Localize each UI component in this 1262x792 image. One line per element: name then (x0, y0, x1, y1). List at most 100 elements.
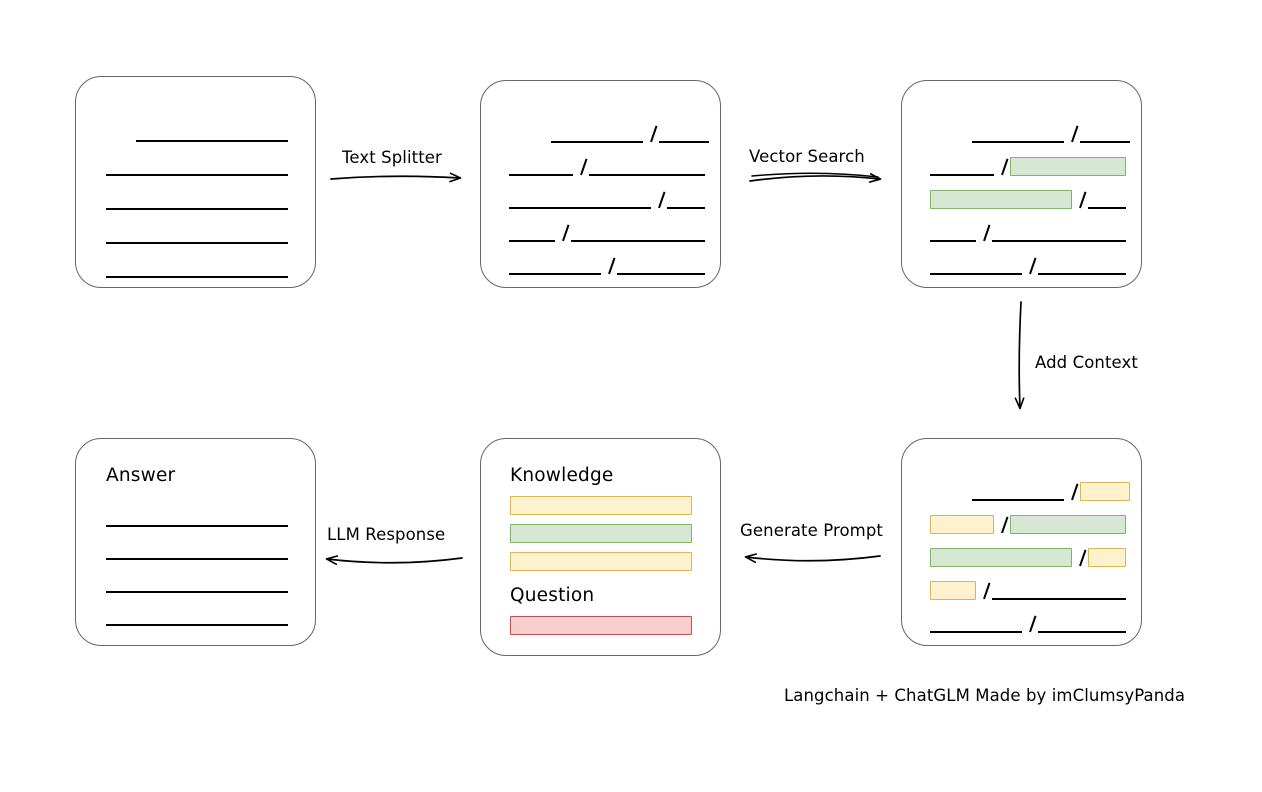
text-rule (509, 189, 651, 209)
text-rule (1038, 255, 1126, 275)
document-line (509, 222, 705, 242)
edge-label-generate-prompt: Generate Prompt (740, 521, 883, 540)
text-rule (509, 255, 601, 275)
split-document-rows (481, 81, 720, 287)
context-document-rows (902, 439, 1141, 645)
document-line (930, 613, 1126, 633)
knowledge-bars (481, 439, 720, 655)
text-rule (106, 156, 288, 176)
source-document-node[interactable] (75, 76, 316, 288)
slash-separator-icon (976, 222, 992, 242)
slash-separator-icon (1022, 255, 1038, 275)
text-rule (509, 222, 555, 242)
highlight-chip-yellow (930, 581, 976, 600)
text-rule (617, 255, 705, 275)
text-rule (930, 613, 1022, 633)
document-line (930, 481, 1130, 501)
diagram-caption: Langchain + ChatGLM Made by imClumsyPand… (784, 686, 1186, 705)
highlight-chip-yellow (1080, 482, 1130, 501)
document-line (930, 547, 1126, 567)
slash-separator-icon (643, 123, 659, 143)
document-line (930, 222, 1126, 242)
edge-label-text-splitter: Text Splitter (342, 148, 442, 167)
split-document-node[interactable] (480, 80, 721, 288)
slash-separator-icon (994, 156, 1010, 176)
line-indent (930, 481, 972, 501)
answer-card-node[interactable]: Answer (75, 438, 316, 646)
document-line (509, 123, 709, 143)
document-line (930, 189, 1126, 209)
document-line (106, 156, 288, 176)
context-document-node[interactable] (901, 438, 1142, 646)
prompt-bar-yellow (510, 552, 692, 571)
text-rule (106, 224, 288, 244)
text-rule (972, 123, 1064, 143)
line-indent (106, 122, 136, 142)
prompt-bar-yellow (510, 496, 692, 515)
matched-document-rows (902, 81, 1141, 287)
edge-label-add-context: Add Context (1035, 353, 1138, 372)
document-line (930, 580, 1126, 600)
text-rule (509, 156, 573, 176)
edge-label-llm-response: LLM Response (327, 525, 446, 544)
highlight-chip-green (930, 548, 1072, 567)
edge-label-vector-search: Vector Search (749, 147, 865, 166)
arrow-vector-search (749, 172, 880, 181)
arrow-text-splitter (330, 176, 460, 179)
text-rule (972, 481, 1064, 501)
text-rule (551, 123, 643, 143)
text-rule (106, 573, 288, 593)
question-bars (481, 439, 720, 655)
question-heading: Question (510, 585, 595, 606)
slash-separator-icon (976, 580, 992, 600)
document-line (106, 122, 288, 142)
highlight-chip-yellow (930, 515, 994, 534)
slash-separator-icon (573, 156, 589, 176)
highlight-chip-yellow (1088, 548, 1126, 567)
knowledge-heading: Knowledge (510, 465, 614, 486)
slash-separator-icon (1072, 547, 1088, 567)
text-rule (106, 190, 288, 210)
slash-separator-icon (1022, 613, 1038, 633)
arrow-add-context (1019, 301, 1021, 408)
slash-separator-icon (1064, 481, 1080, 501)
prompt-card-node[interactable]: Knowledge Question (480, 438, 721, 656)
document-line (930, 156, 1126, 176)
text-rule (659, 123, 709, 143)
slash-separator-icon (601, 255, 617, 275)
text-rule (136, 122, 288, 142)
slash-separator-icon (994, 514, 1010, 534)
matched-document-node[interactable] (901, 80, 1142, 288)
document-line (106, 540, 288, 560)
document-line (106, 507, 288, 527)
document-line (930, 255, 1126, 275)
text-rule (992, 222, 1126, 242)
source-document-rows (76, 77, 315, 287)
highlight-chip-green (1010, 515, 1126, 534)
text-rule (667, 189, 705, 209)
document-line (509, 255, 705, 275)
document-line (106, 258, 288, 278)
text-rule (1038, 613, 1126, 633)
highlight-chip-green (930, 190, 1072, 209)
slash-separator-icon (651, 189, 667, 209)
arrow-llm-response (327, 558, 463, 563)
text-rule (930, 222, 976, 242)
document-line (930, 514, 1126, 534)
text-rule (106, 540, 288, 560)
slash-separator-icon (1072, 189, 1088, 209)
text-rule (106, 507, 288, 527)
text-rule (992, 580, 1126, 600)
slash-separator-icon (1064, 123, 1080, 143)
answer-rows (76, 439, 315, 645)
document-line (106, 190, 288, 210)
text-rule (1080, 123, 1130, 143)
line-indent (509, 123, 551, 143)
document-line (106, 573, 288, 593)
arrow-generate-prompt (746, 556, 881, 561)
text-rule (106, 606, 288, 626)
text-rule (589, 156, 705, 176)
prompt-bar-green (510, 524, 692, 543)
document-line (106, 224, 288, 244)
